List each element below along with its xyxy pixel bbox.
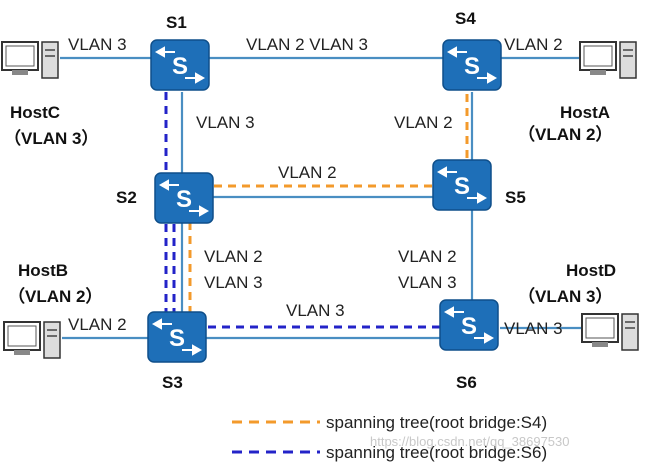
- link-label-s5-s6-a: VLAN 2: [398, 247, 457, 266]
- switch-icon: [151, 318, 203, 356]
- switch-glyph: S: [176, 186, 192, 213]
- spanning-tree-s6: [164, 92, 440, 329]
- legend: spanning tree(root bridge:S4) spanning t…: [232, 413, 547, 462]
- computer-icon: [579, 41, 637, 79]
- legend-label-s6: spanning tree(root bridge:S6): [326, 443, 547, 462]
- switch-glyph: S: [461, 313, 477, 340]
- switch-s3[interactable]: S: [147, 311, 207, 363]
- watermark: https://blog.csdn.net/qq_38697530: [370, 434, 570, 449]
- link-label-s4-hostA: VLAN 2: [504, 35, 563, 54]
- host-c-name: HostC: [10, 103, 60, 122]
- switch-icon: [436, 166, 488, 204]
- host-c-computer[interactable]: [1, 41, 59, 79]
- switch-s2[interactable]: S: [154, 172, 214, 224]
- switch-glyph: S: [172, 53, 188, 80]
- switch-s6[interactable]: S: [439, 299, 499, 351]
- switch-s1[interactable]: S: [150, 39, 210, 91]
- host-a-vlan: （VLAN 2）: [518, 124, 612, 144]
- host-c-vlan: （VLAN 3）: [4, 128, 98, 148]
- link-label-s4-s5: VLAN 2: [394, 113, 453, 132]
- switch-icon: [158, 179, 210, 217]
- spanning-tree-s4: [188, 94, 469, 312]
- host-d-name: HostD: [566, 261, 616, 280]
- switch-icon: [446, 46, 498, 84]
- switch-glyph: S: [169, 325, 185, 352]
- switch-label-s2: S2: [116, 188, 137, 207]
- link-label-s1-s2: VLAN 3: [196, 113, 255, 132]
- link-label-s3-s6: VLAN 3: [286, 301, 345, 320]
- switch-label-s6: S6: [456, 373, 477, 392]
- host-d-computer[interactable]: [581, 313, 639, 351]
- link-label-s1-s4: VLAN 2 VLAN 3: [246, 35, 368, 54]
- link-label-s2-s3-b: VLAN 3: [204, 273, 263, 292]
- computer-icon: [3, 321, 61, 359]
- link-label-s2-s3-a: VLAN 2: [204, 247, 263, 266]
- link-label-hostC-s1: VLAN 3: [68, 35, 127, 54]
- physical-links: [60, 56, 585, 340]
- host-d-vlan: （VLAN 3）: [518, 286, 612, 306]
- link-label-s6-hostD: VLAN 3: [504, 319, 563, 338]
- host-a-computer[interactable]: [579, 41, 637, 79]
- switch-label-s1: S1: [166, 13, 187, 32]
- switch-s5[interactable]: S: [432, 159, 492, 211]
- switch-icon: [443, 306, 495, 344]
- link-label-hostB-s3: VLAN 2: [68, 315, 127, 334]
- switch-glyph: S: [454, 173, 470, 200]
- host-b-vlan: （VLAN 2）: [8, 286, 102, 306]
- computer-icon: [1, 41, 59, 79]
- host-b-name: HostB: [18, 261, 68, 280]
- computer-icon: [581, 313, 639, 351]
- switch-s4[interactable]: S: [442, 39, 502, 91]
- link-label-s2-s5: VLAN 2: [278, 163, 337, 182]
- switch-label-s3: S3: [162, 373, 183, 392]
- host-a-name: HostA: [560, 103, 610, 122]
- switch-label-s5: S5: [505, 188, 526, 207]
- link-label-s5-s6-b: VLAN 3: [398, 273, 457, 292]
- switch-icon: [154, 46, 206, 84]
- switch-label-s4: S4: [455, 9, 476, 28]
- legend-label-s4: spanning tree(root bridge:S4): [326, 413, 547, 432]
- host-b-computer[interactable]: [3, 321, 61, 359]
- switch-glyph: S: [464, 53, 480, 80]
